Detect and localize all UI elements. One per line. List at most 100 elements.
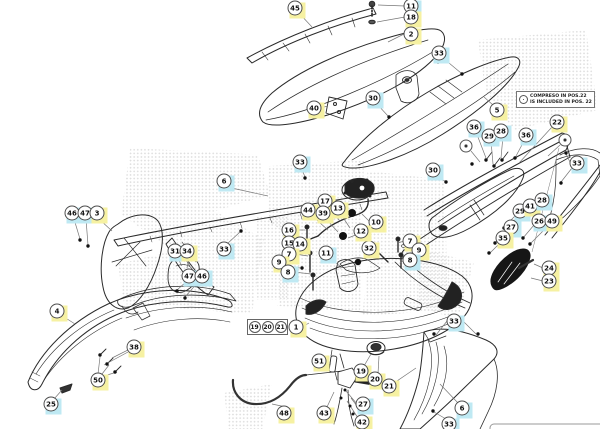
- callout-13[interactable]: 13: [330, 200, 349, 219]
- part-screws-left: [304, 224, 316, 291]
- callout-28[interactable]: 28: [493, 123, 512, 142]
- part-seat-bracket: [325, 96, 348, 120]
- callout-number: 2: [403, 26, 419, 42]
- part-radiator-shroud: [399, 328, 498, 429]
- callout-number: 8: [402, 252, 418, 268]
- included-marker-icon: [519, 95, 528, 104]
- callout-48[interactable]: 48: [276, 405, 295, 424]
- callout-1[interactable]: 1: [288, 319, 307, 338]
- callout-27[interactable]: 27: [503, 219, 522, 238]
- callout-18[interactable]: 18: [403, 9, 422, 28]
- callout-number: 28: [534, 192, 550, 208]
- callout-6[interactable]: 6: [216, 173, 235, 192]
- callout-number: 33: [292, 154, 308, 170]
- callout-number: 50: [90, 372, 106, 388]
- callout-19[interactable]: 19: [353, 363, 372, 382]
- callout-2[interactable]: 2: [403, 26, 422, 45]
- callout-number: 49: [544, 213, 560, 229]
- callout-35[interactable]: 35: [495, 230, 514, 249]
- callout-8[interactable]: 8: [402, 252, 421, 271]
- note-line-1: COMPRESO IN POS.22: [530, 94, 587, 100]
- callout-number: 33: [431, 45, 447, 61]
- callout-number: 21: [381, 378, 397, 394]
- callout-50[interactable]: 50: [90, 372, 109, 391]
- group-item-20: 20: [261, 321, 274, 333]
- callout-number: 22: [549, 114, 565, 130]
- callout-number: 33: [446, 313, 462, 329]
- group-item-19: 19: [248, 321, 261, 333]
- callout-number: 36: [466, 119, 482, 135]
- callout-20[interactable]: 20: [367, 371, 386, 390]
- callout-51[interactable]: 51: [311, 353, 330, 372]
- callout-42[interactable]: 42: [354, 414, 373, 429]
- callout-number: 45: [287, 0, 303, 16]
- callout-number: 33: [216, 241, 232, 257]
- callout-number: 18: [403, 9, 419, 25]
- callout-number: 32: [361, 240, 377, 256]
- callout-3[interactable]: 3: [89, 205, 108, 224]
- callout-40[interactable]: 40: [306, 100, 325, 119]
- callout-number: 13: [330, 200, 346, 216]
- callout-number: 3: [89, 205, 105, 221]
- callout-number: 48: [276, 405, 292, 421]
- callout-49[interactable]: 49: [544, 213, 563, 232]
- callout-34[interactable]: 34: [179, 243, 198, 262]
- callout-5[interactable]: 5: [489, 102, 508, 121]
- callout-25[interactable]: 25: [43, 396, 62, 415]
- callout-33[interactable]: 33: [569, 155, 588, 174]
- callout-33[interactable]: 33: [441, 416, 460, 429]
- callout-38[interactable]: 38: [126, 339, 145, 358]
- callout-number: 28: [493, 123, 509, 139]
- callout-36[interactable]: 36: [466, 119, 485, 138]
- part-fuel-cap: [366, 341, 386, 356]
- part-protection-strip: [490, 248, 535, 291]
- callout-10[interactable]: 10: [368, 214, 387, 233]
- callout-number: 33: [441, 416, 457, 429]
- callout-number: 30: [365, 90, 381, 106]
- callout-46[interactable]: 46: [194, 268, 213, 287]
- callout-number: 1: [288, 319, 304, 335]
- part-seat: [259, 28, 446, 126]
- callout-number: 20: [367, 371, 383, 387]
- callout-27[interactable]: 27: [355, 396, 374, 415]
- callout-30[interactable]: 30: [365, 90, 384, 109]
- part-fuel-tank: [295, 257, 473, 353]
- callout-46[interactable]: 46: [64, 205, 83, 224]
- callout-number: 44: [300, 202, 316, 218]
- callout-45[interactable]: 45: [287, 0, 306, 19]
- callout-44[interactable]: 44: [300, 202, 319, 221]
- callout-12[interactable]: 12: [353, 223, 372, 242]
- callout-22[interactable]: 22: [549, 114, 568, 133]
- callout-43[interactable]: 43: [316, 405, 335, 424]
- callout-number: 42: [354, 414, 370, 429]
- callout-30[interactable]: 30: [425, 162, 444, 181]
- callout-36[interactable]: 36: [518, 127, 537, 146]
- callout-4[interactable]: 4: [49, 303, 68, 322]
- callout-33[interactable]: 33: [431, 45, 450, 64]
- callout-32[interactable]: 32: [361, 240, 380, 259]
- frame-corner: [489, 423, 600, 429]
- callout-7[interactable]: 7: [402, 233, 421, 252]
- callout-39[interactable]: 39: [315, 205, 334, 224]
- callout-6[interactable]: 6: [454, 400, 473, 419]
- part-front-number-plate: [100, 214, 163, 321]
- callout-23[interactable]: 23: [541, 273, 560, 292]
- part-front-fender: [27, 285, 237, 391]
- callout-33[interactable]: 33: [446, 313, 465, 332]
- callout-28[interactable]: 28: [534, 192, 553, 211]
- callout-33[interactable]: 33: [292, 154, 311, 173]
- callout-11[interactable]: 11: [318, 245, 337, 264]
- callout-number: 33: [569, 155, 585, 171]
- part-fender-screws: [99, 348, 122, 373]
- callout-21[interactable]: 21: [381, 378, 400, 397]
- callout-8[interactable]: 8: [280, 264, 299, 283]
- callout-number: 11: [318, 245, 334, 261]
- callout-33[interactable]: 33: [216, 241, 235, 260]
- callout-number: 4: [49, 303, 65, 319]
- callout-number: 14: [292, 236, 308, 252]
- callout-number: 43: [316, 405, 332, 421]
- callout-number: 39: [315, 205, 331, 221]
- part-boot: [335, 259, 359, 292]
- part-connector: [328, 349, 338, 381]
- part-rear-fender: [341, 56, 521, 169]
